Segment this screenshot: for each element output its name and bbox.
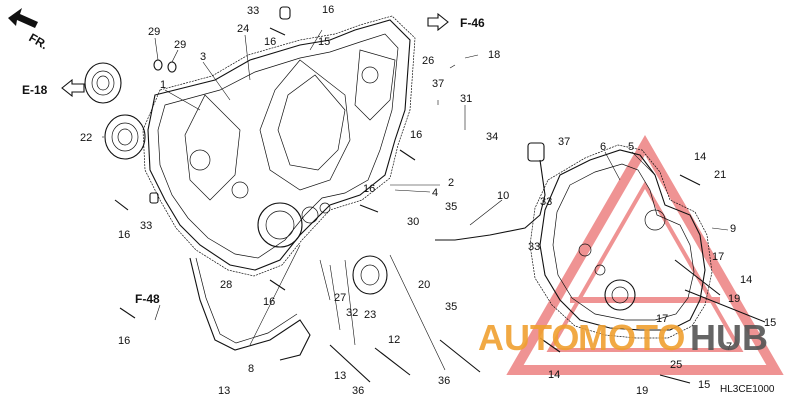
fr-arrow: FR. <box>8 8 50 52</box>
callout-9: 9 <box>730 223 736 235</box>
callout-21: 21 <box>714 169 726 181</box>
callout-1: 1 <box>160 79 166 91</box>
bearing-upper <box>84 62 122 104</box>
callout-37: 37 <box>558 136 570 148</box>
callout-33: 33 <box>140 220 152 232</box>
callout-32: 32 <box>346 307 358 319</box>
callout-36: 36 <box>438 375 450 387</box>
callout-19: 19 <box>636 385 648 397</box>
callout-14: 14 <box>548 369 560 381</box>
callout-15: 15 <box>318 36 330 48</box>
callout-13: 13 <box>334 370 346 382</box>
callout-27: 27 <box>334 292 346 304</box>
callout-15: 15 <box>698 379 710 391</box>
callout-2: 2 <box>448 177 454 189</box>
callout-23: 23 <box>364 309 376 321</box>
callout-36: 36 <box>352 385 364 397</box>
e18-ref: E-18 <box>22 78 85 98</box>
callout-8: 8 <box>248 363 254 375</box>
callout-7: 7 <box>726 341 732 353</box>
f46-ref: F-46 <box>427 12 485 32</box>
callout-16: 16 <box>363 183 375 195</box>
long-bolts <box>114 27 766 384</box>
callout-14: 14 <box>694 151 706 163</box>
callout-18: 18 <box>488 49 500 61</box>
cover-gasket <box>142 15 416 277</box>
callout-20: 20 <box>418 279 430 291</box>
callout-10: 10 <box>497 190 509 202</box>
callout-31: 31 <box>460 93 472 105</box>
callout-12: 12 <box>388 334 400 346</box>
callout-26: 26 <box>422 55 434 67</box>
e18-label: E-18 <box>22 83 48 97</box>
callout-30: 30 <box>407 216 419 228</box>
callout-16: 16 <box>410 129 422 141</box>
callout-16: 16 <box>263 296 275 308</box>
leader-lines <box>102 29 729 371</box>
diagram-code: HL3CE1000 <box>720 384 775 395</box>
callout-35: 35 <box>445 201 457 213</box>
f48-ref: F-48 <box>135 292 161 321</box>
watermark-hub: HUB <box>690 317 768 358</box>
breather-hose <box>435 159 546 241</box>
callout-5: 5 <box>628 141 634 153</box>
right-crankcase-cover <box>539 149 706 331</box>
callout-16: 16 <box>118 335 130 347</box>
callout-34: 34 <box>486 131 498 143</box>
callout-24: 24 <box>237 23 249 35</box>
callout-37: 37 <box>432 78 444 90</box>
callout-33: 33 <box>528 241 540 253</box>
callout-22: 22 <box>80 132 92 144</box>
fr-label: FR. <box>27 30 51 52</box>
callout-33: 33 <box>247 5 259 17</box>
callout-13: 13 <box>218 385 230 397</box>
callout-14: 14 <box>740 274 752 286</box>
callout-3: 3 <box>200 51 206 63</box>
bearing-23 <box>352 255 388 295</box>
watermark-moto: MOTO <box>578 317 685 358</box>
callout-29: 29 <box>174 39 186 51</box>
oil-pipe <box>189 257 311 361</box>
callout-6: 6 <box>600 141 606 153</box>
right-cover-gasket <box>529 144 713 339</box>
watermark-auto: AUTO <box>478 317 579 358</box>
callout-15: 15 <box>764 317 776 329</box>
callout-28: 28 <box>220 279 232 291</box>
callout-4: 4 <box>432 187 438 199</box>
f48-label: F-48 <box>135 292 160 306</box>
callout-35: 35 <box>445 301 457 313</box>
callout-25: 25 <box>670 359 682 371</box>
callout-17: 17 <box>656 313 668 325</box>
callout-17: 17 <box>712 251 724 263</box>
callout-33: 33 <box>540 196 552 208</box>
f46-label: F-46 <box>460 16 485 30</box>
left-crankcase-cover <box>147 19 411 271</box>
callout-16: 16 <box>264 36 276 48</box>
callout-19: 19 <box>728 293 740 305</box>
callout-numbers: 29 29 3 1 24 33 16 16 15 26 18 37 31 34 … <box>80 4 776 397</box>
bearing-lower <box>104 114 146 160</box>
watermark-text: AUTO MOTO HUB <box>478 317 768 358</box>
callout-16: 16 <box>118 229 130 241</box>
callout-16: 16 <box>322 4 334 16</box>
callout-29: 29 <box>148 26 160 38</box>
